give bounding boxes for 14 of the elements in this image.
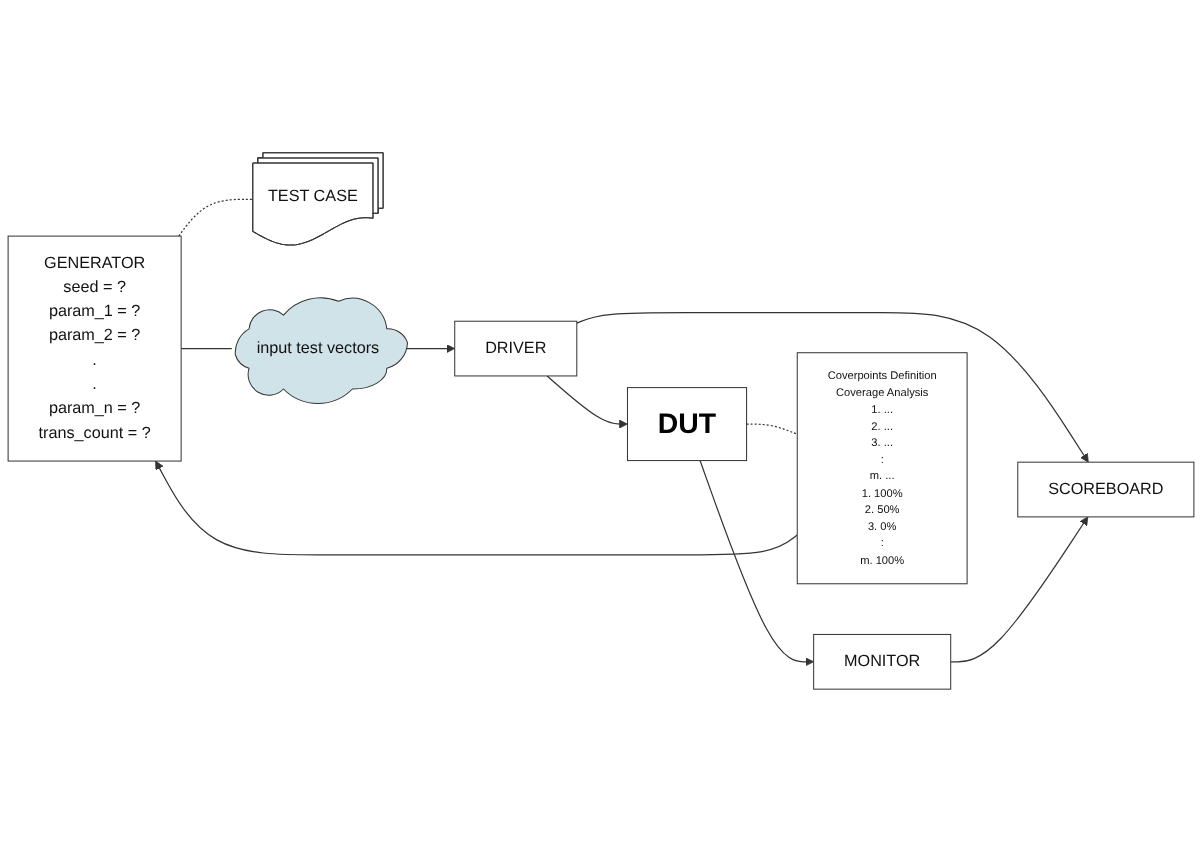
arrow [576, 312, 1089, 463]
arrow [950, 516, 1089, 663]
arrow [699, 459, 815, 667]
arrow [155, 460, 798, 556]
connector [178, 198, 254, 237]
arrow [403, 344, 456, 354]
node-box: GENERATOR seed = ? param_1 = ? param_2 = ? . . param_n = ? trans_count = ? [7, 235, 182, 462]
connector [745, 423, 798, 435]
node-box: MONITOR [813, 633, 952, 690]
node-box: DRIVER [454, 320, 578, 377]
node-box: DUT [626, 387, 748, 462]
arrow [546, 375, 628, 429]
connector [180, 347, 233, 350]
node-box: SCOREBOARD [1017, 461, 1195, 518]
